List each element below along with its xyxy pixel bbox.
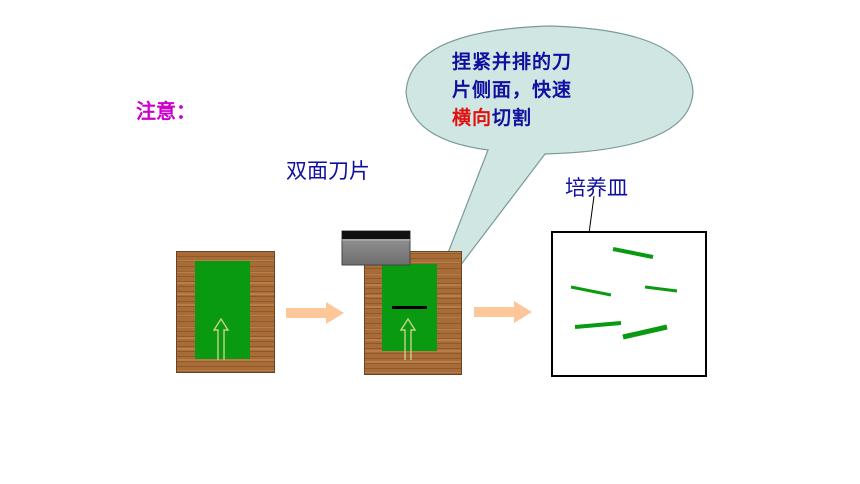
- up-arrow-icon: [213, 318, 229, 360]
- bubble-line-1: 捏紧并排的刀: [452, 51, 573, 73]
- blade-label: 双面刀片: [286, 159, 370, 183]
- petri-dish: [551, 231, 707, 377]
- right-arrow-icon: [286, 302, 344, 324]
- blade-icon: [341, 230, 411, 266]
- bubble-highlight: 横向: [452, 107, 493, 129]
- leaf-left: [195, 261, 250, 359]
- bubble-line-3-rest: 切割: [492, 107, 533, 129]
- right-arrow-icon: [474, 301, 532, 323]
- leaf-strips: [570, 247, 678, 340]
- note-label: 注意：: [136, 99, 196, 123]
- speech-bubble-shape: [405, 25, 694, 313]
- bubble-line-2: 片侧面，快速: [452, 79, 573, 101]
- cut-line: [392, 306, 427, 309]
- dish-label: 培养皿: [565, 176, 628, 200]
- up-arrow-icon: [400, 318, 416, 360]
- bubble-line-3: 横向切割: [452, 104, 572, 132]
- leaf-strip: [574, 321, 622, 329]
- leaf-strip: [570, 285, 612, 297]
- leaf-strip: [612, 247, 654, 259]
- bubble-text: 捏紧并排的刀 片侧面，快速 横向切割: [452, 48, 572, 132]
- leaf-strip: [644, 285, 678, 293]
- leaf-strip: [622, 324, 668, 340]
